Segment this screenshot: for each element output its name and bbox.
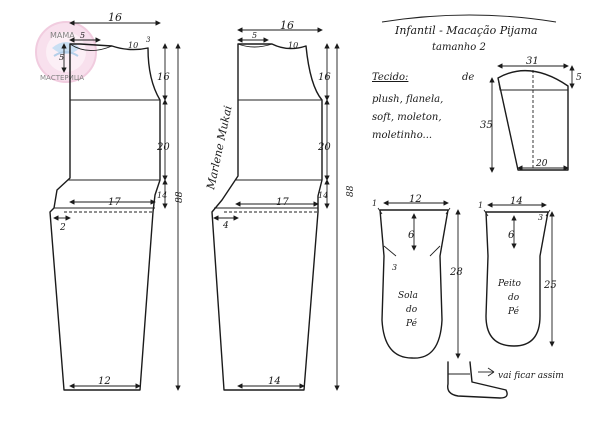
fabric-line3: soft, moleton, — [372, 112, 442, 123]
instep-length: 25 — [543, 280, 557, 291]
front-piece — [49, 20, 181, 391]
instep-label3: Pé — [507, 306, 520, 317]
fabric-line4: moletinho... — [372, 130, 432, 141]
front-crotch-ext: 2 — [59, 223, 66, 233]
back-neck-width: 5 — [252, 31, 257, 40]
sole-corner: 1 — [372, 199, 377, 208]
front-piece-labels: 16 5 5 10 3 16 20 14 88 17 2 12 — [59, 11, 185, 387]
back-armhole-height: 16 — [318, 72, 331, 83]
fabric-note: Tecido: de plush, flanela, soft, moleton… — [372, 72, 474, 141]
sole-label1: Sola — [398, 291, 418, 301]
front-hem-width: 12 — [98, 376, 111, 387]
sole-label2: do — [406, 305, 418, 315]
sole-piece — [377, 200, 461, 359]
front-total-height: 88 — [175, 191, 185, 203]
fabric-line2: plush, flanela, — [372, 94, 443, 105]
back-width-top: 16 — [280, 19, 294, 32]
sole-width: 12 — [409, 194, 422, 205]
back-hem-width: 14 — [268, 376, 281, 387]
front-hip-width: 17 — [108, 197, 121, 208]
front-gap: 3 — [146, 36, 151, 44]
foot-note: vai ficar assim — [498, 371, 564, 381]
front-crotch-height: 14 — [157, 191, 167, 200]
foot-sketch: vai ficar assim — [447, 361, 564, 399]
back-hip-width: 17 — [276, 197, 289, 208]
front-shoulder: 10 — [128, 41, 138, 50]
back-crotch-height: 14 — [318, 191, 328, 200]
back-body-height: 20 — [317, 142, 331, 153]
sole-dart: 3 — [392, 263, 397, 272]
instep-labels: 14 1 6 3 25 Peito do Pé — [478, 196, 557, 317]
front-neck-width: 5 — [80, 31, 85, 40]
sole-length: 28 — [449, 267, 463, 278]
signature: Marlene Mukai — [204, 104, 235, 191]
watermark-text-1: МАМА — [50, 31, 75, 40]
front-neck-height: 5 — [59, 53, 64, 62]
instep-corner: 1 — [478, 201, 483, 210]
sleeve-cap-height: 5 — [576, 73, 582, 83]
sleeve-cuff: 20 — [535, 159, 548, 169]
back-total-height: 88 — [346, 185, 356, 197]
page-subtitle: tamanho 2 — [432, 42, 486, 53]
front-armhole-height: 16 — [157, 72, 170, 83]
watermark-logo: МАМА МАСТЕРИЦА — [35, 21, 97, 83]
instep-depth: 6 — [508, 230, 515, 241]
watermark-text-2: МАСТЕРИЦА — [40, 74, 84, 82]
back-crotch-ext: 4 — [222, 221, 229, 231]
back-piece — [211, 27, 340, 391]
sleeve-piece — [489, 63, 575, 173]
sole-label3: Pé — [405, 318, 418, 329]
instep-label2: do — [508, 293, 520, 303]
instep-width: 14 — [510, 196, 523, 207]
title-block: Infantil - Macação Pijama tamanho 2 — [381, 14, 557, 53]
instep-piece — [483, 202, 555, 347]
sleeve-length: 35 — [480, 120, 493, 131]
instep-label1: Peito — [497, 279, 521, 289]
fabric-heading: Tecido: — [372, 72, 408, 83]
fabric-line1: de — [462, 72, 474, 83]
front-body-height: 20 — [156, 142, 170, 153]
page-title: Infantil - Macação Pijama — [394, 24, 538, 37]
sole-labels: 12 1 6 3 28 Sola do Pé — [372, 194, 463, 329]
back-shoulder: 10 — [288, 41, 298, 50]
sleeve-labels: 31 5 35 20 — [480, 56, 582, 169]
sole-depth: 6 — [408, 230, 415, 241]
sleeve-width: 31 — [526, 56, 539, 67]
front-width-top: 16 — [108, 11, 122, 24]
instep-dart: 3 — [538, 213, 543, 222]
back-piece-labels: 16 5 10 16 20 14 88 17 4 14 — [222, 19, 356, 387]
